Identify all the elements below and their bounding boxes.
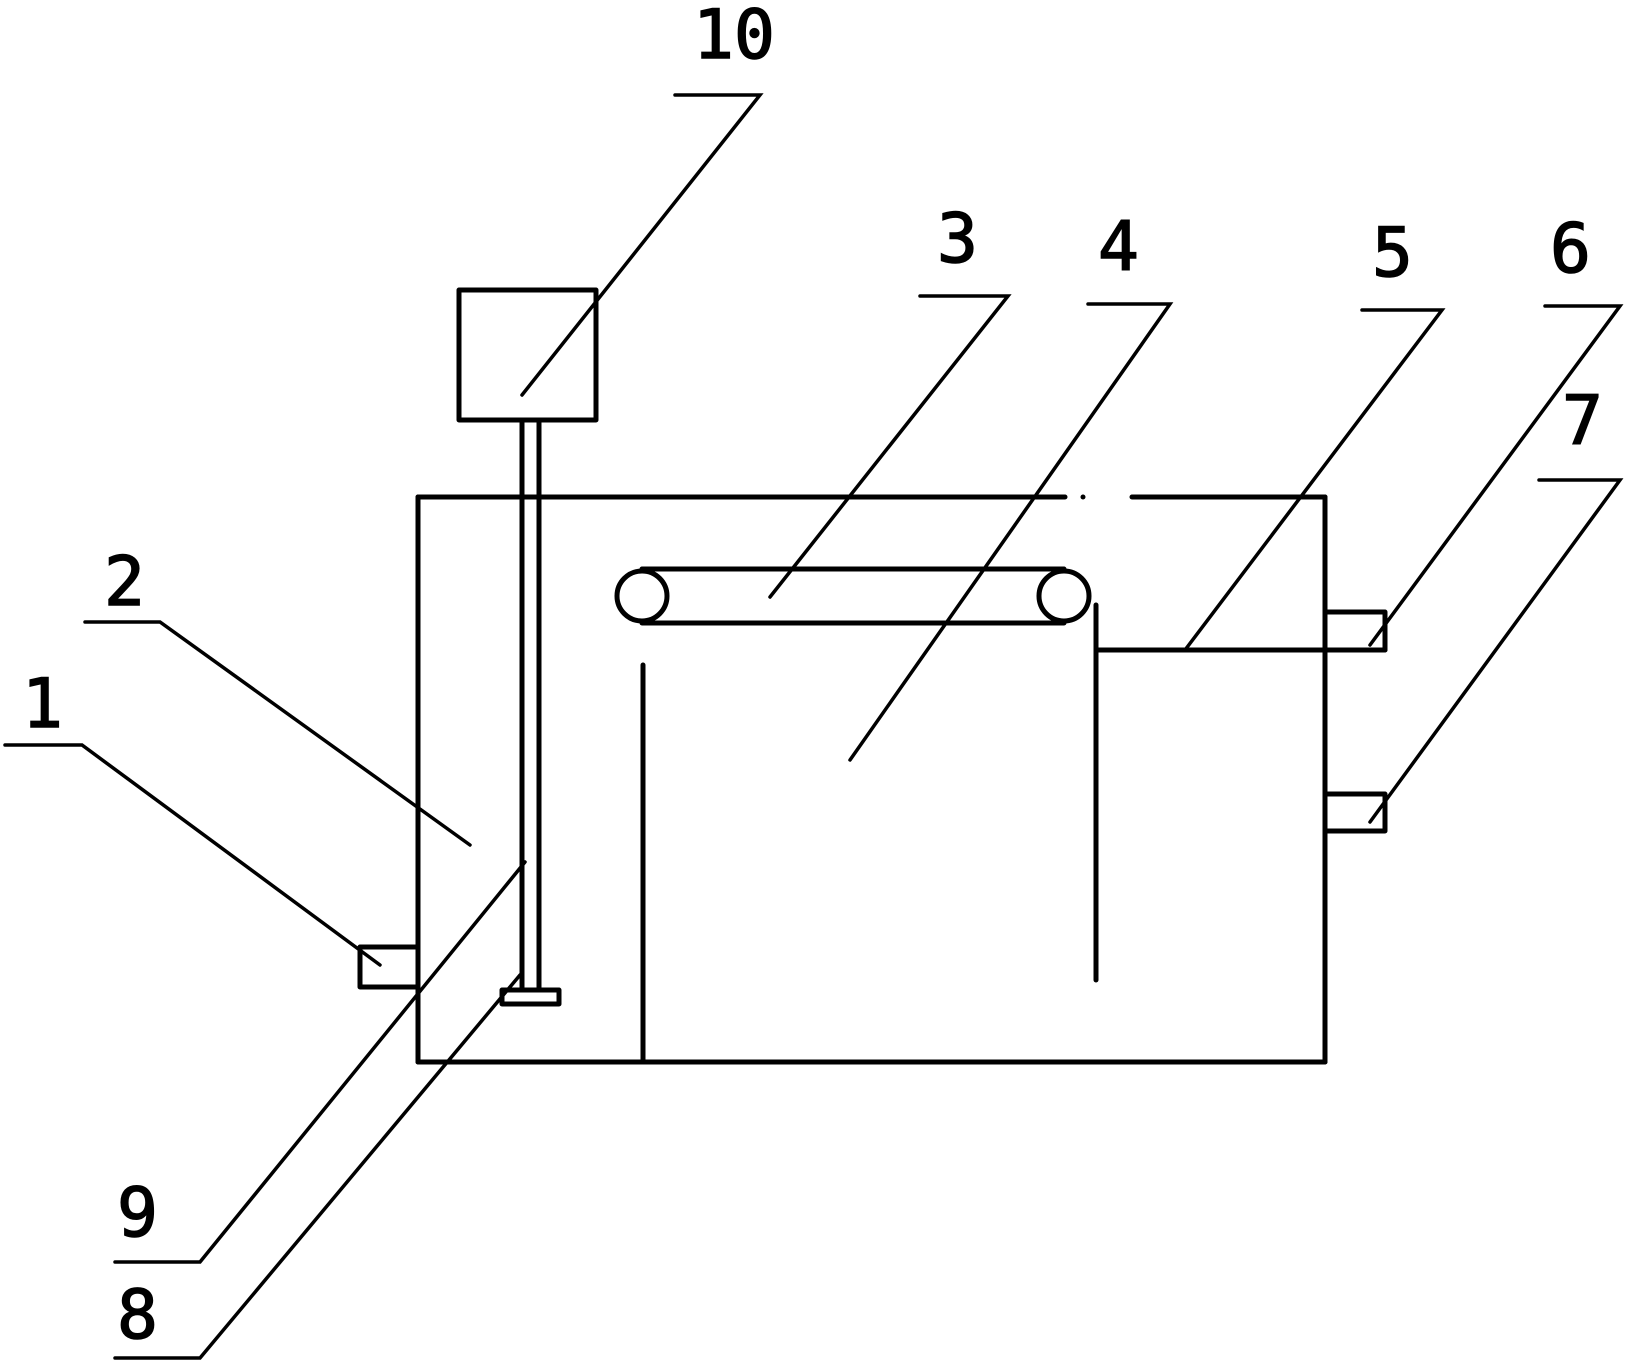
- lower-outlet-pipe: [1322, 791, 1388, 834]
- reference-numerals: 1 2 3 4 5 6 7 8 9 10: [21, 0, 1603, 1356]
- label-4: 4: [1098, 208, 1139, 287]
- motor-box: [456, 287, 599, 423]
- label-8: 8: [117, 1276, 158, 1355]
- leader-lines: [3, 93, 1624, 1360]
- label-3: 3: [937, 200, 978, 279]
- label-9: 9: [117, 1174, 158, 1253]
- belt-conveyor: [614, 566, 1092, 626]
- upper-outlet-pipe: [1322, 609, 1388, 653]
- label-6: 6: [1550, 210, 1591, 289]
- label-5: 5: [1372, 214, 1413, 293]
- tank-body: [415, 494, 1328, 1065]
- label-2: 2: [104, 543, 145, 622]
- label-10: 10: [693, 0, 775, 75]
- label-1: 1: [22, 665, 63, 744]
- stirring-shaft: [519, 417, 542, 993]
- label-7: 7: [1562, 382, 1603, 461]
- stirring-paddle: [499, 987, 562, 1007]
- inlet-pipe: [357, 944, 421, 990]
